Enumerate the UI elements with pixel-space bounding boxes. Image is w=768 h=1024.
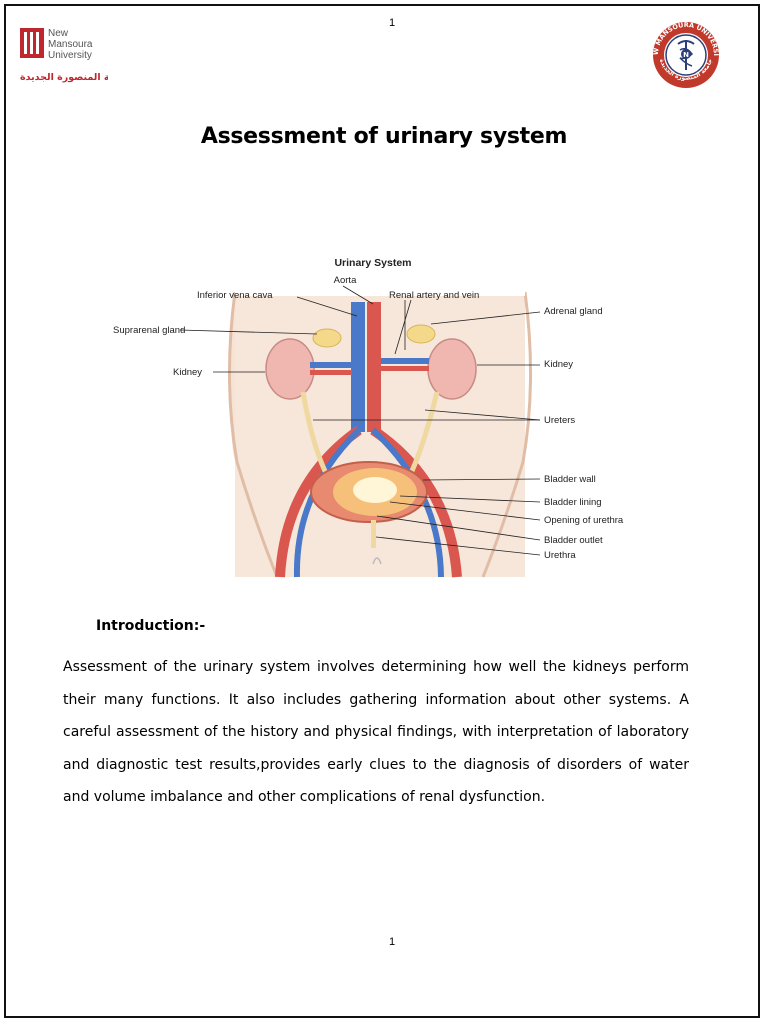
page-number-top: 1 [389,17,396,29]
label-inferior-vena-cava: Inferior vena cava [197,290,273,301]
caduceus-icon: N [677,40,695,70]
label-urethra: Urethra [544,550,576,561]
label-bladder-outlet: Bladder outlet [544,535,603,546]
page-border [4,4,760,1018]
svg-text:N: N [683,51,689,59]
logo-line-2: Mansoura [48,39,93,50]
logo-arabic: جامعة المنصورة الجديدة [20,72,108,83]
urinary-system-diagram: Urinary System Aorta Inferior vena cava … [105,252,665,582]
introduction-heading: Introduction:- [96,618,206,634]
introduction-paragraph: Assessment of the urinary system involve… [63,659,689,805]
label-opening-urethra: Opening of urethra [544,515,624,526]
page-title: Assessment of urinary system [200,124,568,149]
label-suprarenal-gland: Suprarenal gland [113,325,185,336]
label-kidney-right: Kidney [544,359,573,370]
label-kidney-left: Kidney [173,367,202,378]
page-number-bottom: 1 [389,936,396,948]
label-bladder-wall: Bladder wall [544,474,596,485]
kidney-left [265,338,315,400]
new-mansoura-university-logo: New Mansoura University جامعة المنصورة ا… [18,22,131,92]
label-aorta: Aorta [334,275,357,286]
kidney-right [427,338,477,400]
label-bladder-lining: Bladder lining [544,497,602,508]
label-adrenal-gland: Adrenal gland [544,306,603,317]
label-renal-artery-vein: Renal artery and vein [389,290,479,301]
logo-line-3: University [48,50,92,61]
label-ureters: Ureters [544,415,575,426]
logo-line-1: New [48,28,69,39]
university-seal-logo: N NEW MANSOURA UNIVERSITY جامعة المنصورة… [639,14,730,90]
diagram-title: Urinary System [334,257,411,269]
